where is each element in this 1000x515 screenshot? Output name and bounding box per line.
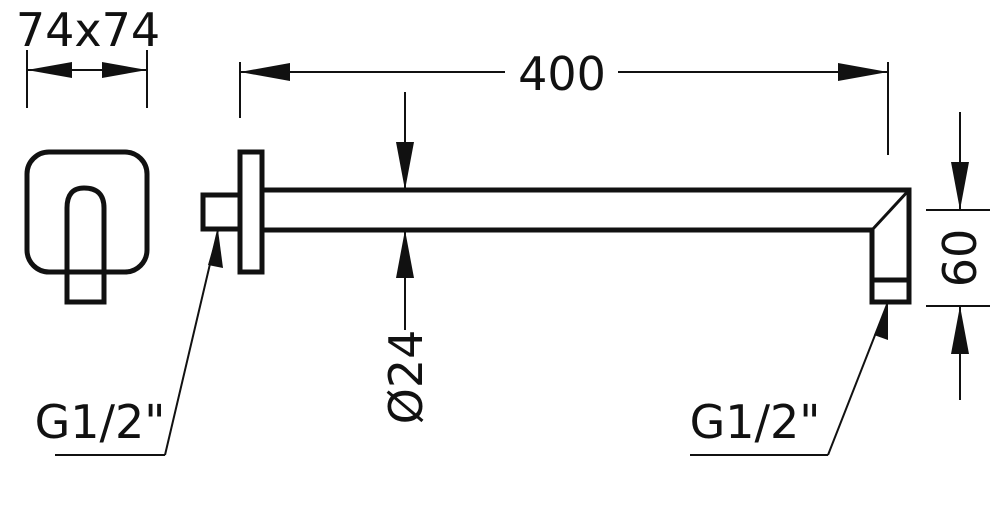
drop-arrow-top [951,162,969,210]
plate-width-arrow-left [27,62,72,78]
arm-miter-line [870,188,911,232]
plate-width-arrow-right [102,62,147,78]
outlet-connection-arrow [874,302,888,340]
plate-outline [24,149,150,275]
diameter-arrow-top [396,142,414,190]
length-arrow-left [240,63,290,81]
drop-arrow-bottom [951,306,969,354]
outlet-connection-label: G1/2" [690,395,821,449]
plate-front-view: 74x74 [16,3,160,305]
wall-connection-label: G1/2" [35,395,166,449]
wall-flange [237,149,265,275]
drop-label: 60 [933,229,987,288]
arm-side-view: 400 Ø24 60 G1/2" G1/2" [35,47,990,456]
diameter-label: Ø24 [379,330,433,425]
wall-thread-stub [200,192,243,232]
length-label: 400 [518,47,606,101]
wall-connection-leader [164,229,219,456]
arm-profile [64,185,107,272]
diameter-arrow-bottom [396,230,414,278]
outlet-thread [869,277,912,305]
plate-size-label: 74x74 [16,3,160,57]
arm-bottom-block [64,269,107,305]
arm-tube [262,187,912,280]
wall-connection-arrow [208,230,223,268]
length-arrow-right [838,63,888,81]
